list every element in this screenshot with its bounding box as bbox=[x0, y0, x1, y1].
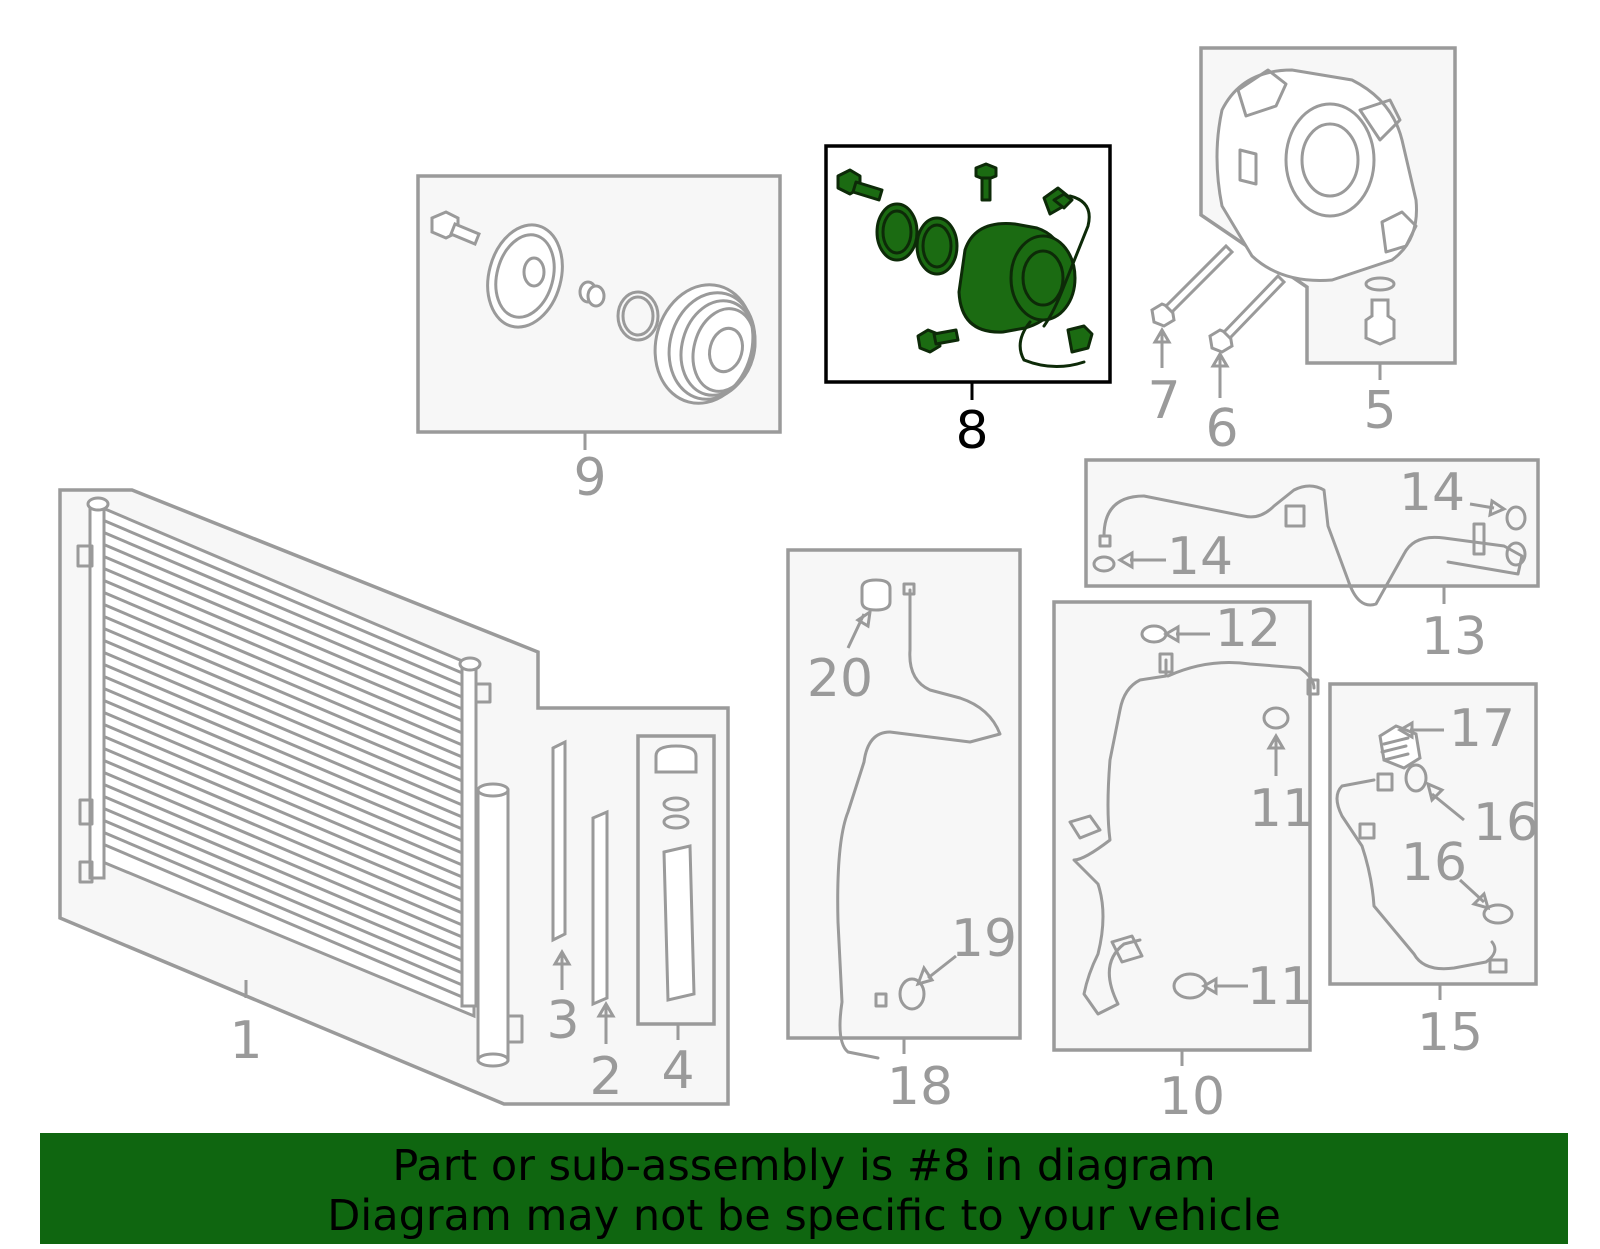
bolt-part bbox=[836, 168, 884, 202]
callout-14-left: 14 bbox=[1167, 527, 1233, 587]
bolt-7[interactable]: 7 bbox=[1147, 243, 1235, 431]
callout-16-lower: 16 bbox=[1401, 833, 1467, 893]
callout-6: 6 bbox=[1205, 399, 1238, 459]
group-4-desiccant: 4 bbox=[636, 734, 716, 1101]
pulley-part bbox=[653, 283, 757, 405]
receiver-drier-part bbox=[476, 782, 524, 1068]
callout-15: 15 bbox=[1417, 1003, 1483, 1063]
callout-20: 20 bbox=[807, 649, 873, 709]
group-15-hose[interactable]: 17 16 16 15 bbox=[1328, 682, 1539, 1063]
bolt-part bbox=[916, 328, 960, 354]
callout-2: 2 bbox=[589, 1047, 622, 1107]
group-9-clutch-pulley[interactable]: 9 bbox=[416, 174, 782, 508]
callout-11-lower: 11 bbox=[1247, 957, 1313, 1017]
group-8-field-coil-highlighted[interactable]: 8 bbox=[824, 144, 1112, 461]
condenser-core-part bbox=[76, 496, 492, 1019]
bolt-part bbox=[974, 162, 998, 202]
notice-banner: Part or sub-assembly is #8 in diagram Di… bbox=[40, 1133, 1568, 1244]
callout-10: 10 bbox=[1159, 1067, 1225, 1127]
callout-9: 9 bbox=[573, 448, 606, 508]
callout-14-right: 14 bbox=[1399, 463, 1465, 523]
gasket-part bbox=[1364, 276, 1396, 292]
callout-13: 13 bbox=[1421, 607, 1487, 667]
callout-4: 4 bbox=[661, 1041, 694, 1101]
group-5-compressor[interactable]: 5 bbox=[1199, 46, 1457, 441]
field-coil-part bbox=[957, 186, 1094, 368]
o-ring-part bbox=[915, 216, 959, 276]
callout-3: 3 bbox=[546, 991, 579, 1051]
bolt-part bbox=[430, 210, 481, 246]
group-13-suction-line[interactable]: 14 14 13 bbox=[1084, 458, 1540, 667]
callout-19: 19 bbox=[951, 909, 1017, 969]
group-10-discharge-line[interactable]: 12 11 11 10 bbox=[1052, 599, 1320, 1127]
banner-line-2: Diagram may not be specific to your vehi… bbox=[327, 1191, 1281, 1241]
callout-17: 17 bbox=[1449, 699, 1515, 759]
callout-16-upper: 16 bbox=[1473, 793, 1539, 853]
callout-11-upper: 11 bbox=[1249, 779, 1315, 839]
callout-8: 8 bbox=[955, 401, 988, 461]
compressor-part bbox=[1215, 68, 1418, 282]
valve-part bbox=[1364, 298, 1396, 346]
banner-line-1: Part or sub-assembly is #8 in diagram bbox=[392, 1141, 1216, 1191]
seal-strip-2: 2 bbox=[589, 809, 623, 1107]
bolt-6[interactable]: 6 bbox=[1205, 273, 1287, 459]
callout-7: 7 bbox=[1147, 371, 1180, 431]
clutch-plate-part bbox=[486, 223, 564, 329]
callout-5: 5 bbox=[1363, 381, 1396, 441]
group-18-liquid-line[interactable]: 20 19 18 bbox=[786, 548, 1022, 1117]
seal-strip-3: 3 bbox=[546, 739, 580, 1051]
callout-1: 1 bbox=[229, 1011, 262, 1071]
shim-part bbox=[578, 280, 606, 308]
snap-ring-part bbox=[616, 290, 660, 342]
group-1-condenser[interactable]: 1 3 2 4 bbox=[58, 488, 730, 1107]
callout-12: 12 bbox=[1215, 599, 1281, 659]
callout-18: 18 bbox=[887, 1057, 953, 1117]
o-ring-part bbox=[875, 202, 919, 262]
